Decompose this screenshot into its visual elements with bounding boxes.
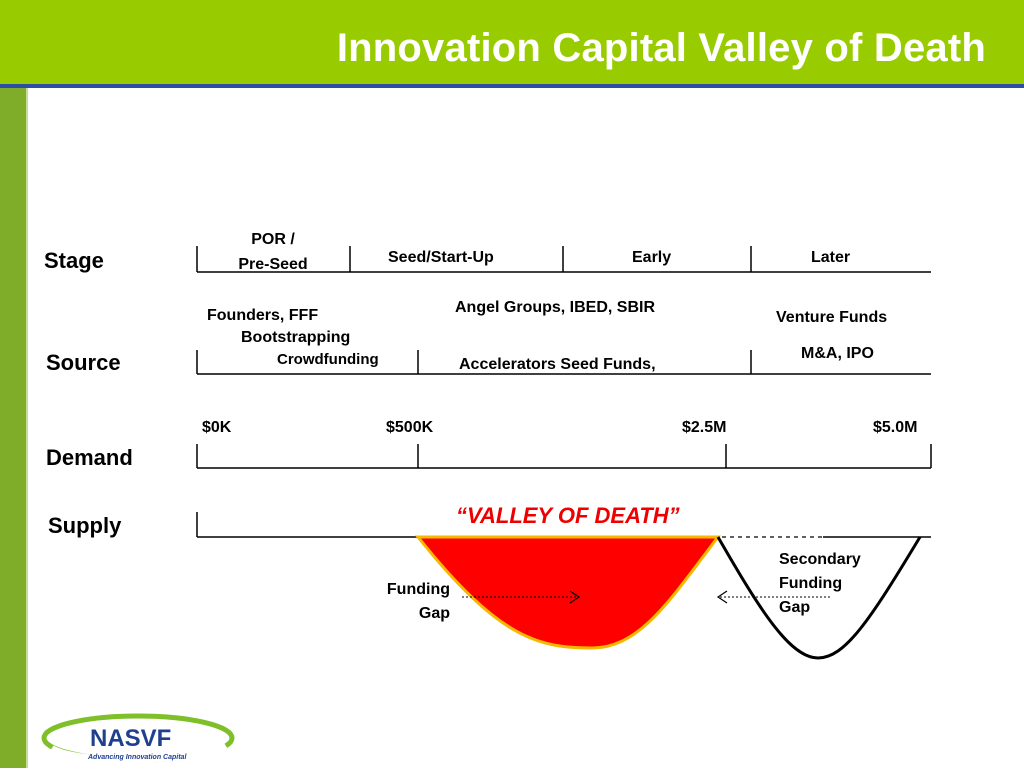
demand-tick-label: $500K (386, 419, 434, 436)
row-label-source: Source (46, 350, 121, 375)
secondary-gap-arrowhead (716, 590, 728, 604)
logo-tagline: Advancing Innovation Capital (87, 754, 187, 761)
funding-gap-line2: Gap (418, 605, 450, 622)
slide-title: Innovation Capital Valley of Death (336, 26, 986, 70)
valley-of-death-label: “VALLEY OF DEATH” (456, 503, 680, 528)
row-label-demand: Demand (46, 445, 133, 470)
funding-gap-line1: Funding (386, 581, 450, 598)
side-bar-edge (26, 88, 28, 768)
stage-seed: Seed/Start-Up (388, 249, 494, 266)
header-bar (0, 0, 1024, 84)
secondary-gap-curve (716, 536, 922, 660)
nasvf-logo: NASVF Advancing Innovation Capital (38, 710, 238, 768)
source-bootstrapping: Bootstrapping (241, 329, 351, 346)
demand-tick-label: $5.0M (873, 419, 918, 436)
stage-early: Early (632, 249, 672, 266)
valley-of-death-shape (414, 535, 722, 650)
source-crowdfunding: Crowdfunding (277, 351, 379, 368)
demand-tick-label: $2.5M (682, 419, 727, 436)
stage-por-line2: Pre-Seed (238, 256, 308, 273)
stage-por-line1: POR / (251, 231, 295, 248)
funding-gap-arrowhead (569, 590, 581, 604)
logo-text: NASVF (90, 725, 171, 752)
source-ma: M&A, IPO (801, 345, 874, 362)
secondary-gap-line2: Funding (779, 575, 843, 592)
demand-tick-label: $0K (202, 419, 232, 436)
source-venture: Venture Funds (776, 309, 888, 326)
side-bar (0, 88, 26, 768)
secondary-gap-line1: Secondary (779, 551, 861, 568)
row-label-stage: Stage (44, 248, 104, 273)
source-founders: Founders, FFF (207, 307, 319, 324)
secondary-gap-line3: Gap (779, 599, 811, 616)
source-angel: Angel Groups, IBED, SBIR (455, 299, 656, 316)
nasvf-logo-mark: NASVF Advancing Innovation Capital (41, 713, 235, 763)
header-rule (0, 84, 1024, 88)
row-label-supply: Supply (48, 513, 122, 538)
stage-later: Later (811, 249, 851, 266)
source-accelerators: Accelerators Seed Funds, (459, 356, 656, 373)
